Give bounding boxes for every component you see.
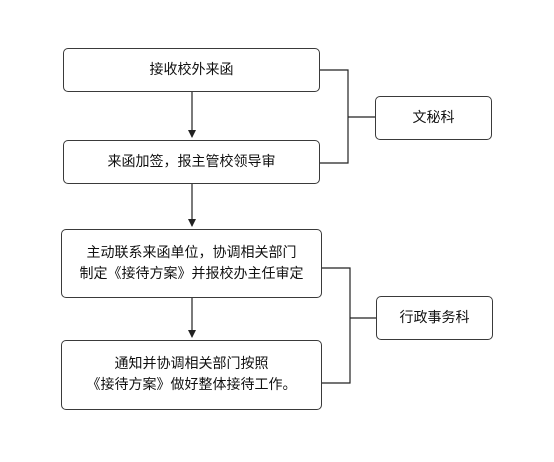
step-1-box: 接收校外来函: [63, 48, 320, 92]
step-3-box: 主动联系来函单位，协调相关部门 制定《接待方案》并报校办主任审定: [61, 229, 322, 298]
step-1-text: 接收校外来函: [149, 61, 234, 78]
step-4-box: 通知并协调相关部门按照 《接待方案》做好整体接待工作。: [61, 340, 322, 410]
step-3-text-line-1: 主动联系来函单位，协调相关部门: [86, 244, 297, 261]
office-1-label: 文秘科: [412, 109, 455, 126]
step-4-text-line-1: 通知并协调相关部门按照: [114, 356, 269, 372]
step-2-box: 来函加签，报主管校领导审: [63, 140, 320, 184]
step-2-text: 来函加签，报主管校领导审: [107, 153, 276, 170]
office-1-box: 文秘科: [375, 96, 492, 140]
step-3-text-line-2: 制定《接待方案》并报校办主任审定: [79, 265, 304, 282]
bracket-office-1: [320, 69, 349, 164]
bracket-office-2: [322, 267, 351, 384]
office-2-label: 行政事务科: [399, 309, 470, 326]
office-2-box: 行政事务科: [376, 296, 493, 340]
step-4-text-line-2: 《接待方案》做好整体接待工作。: [86, 377, 297, 393]
